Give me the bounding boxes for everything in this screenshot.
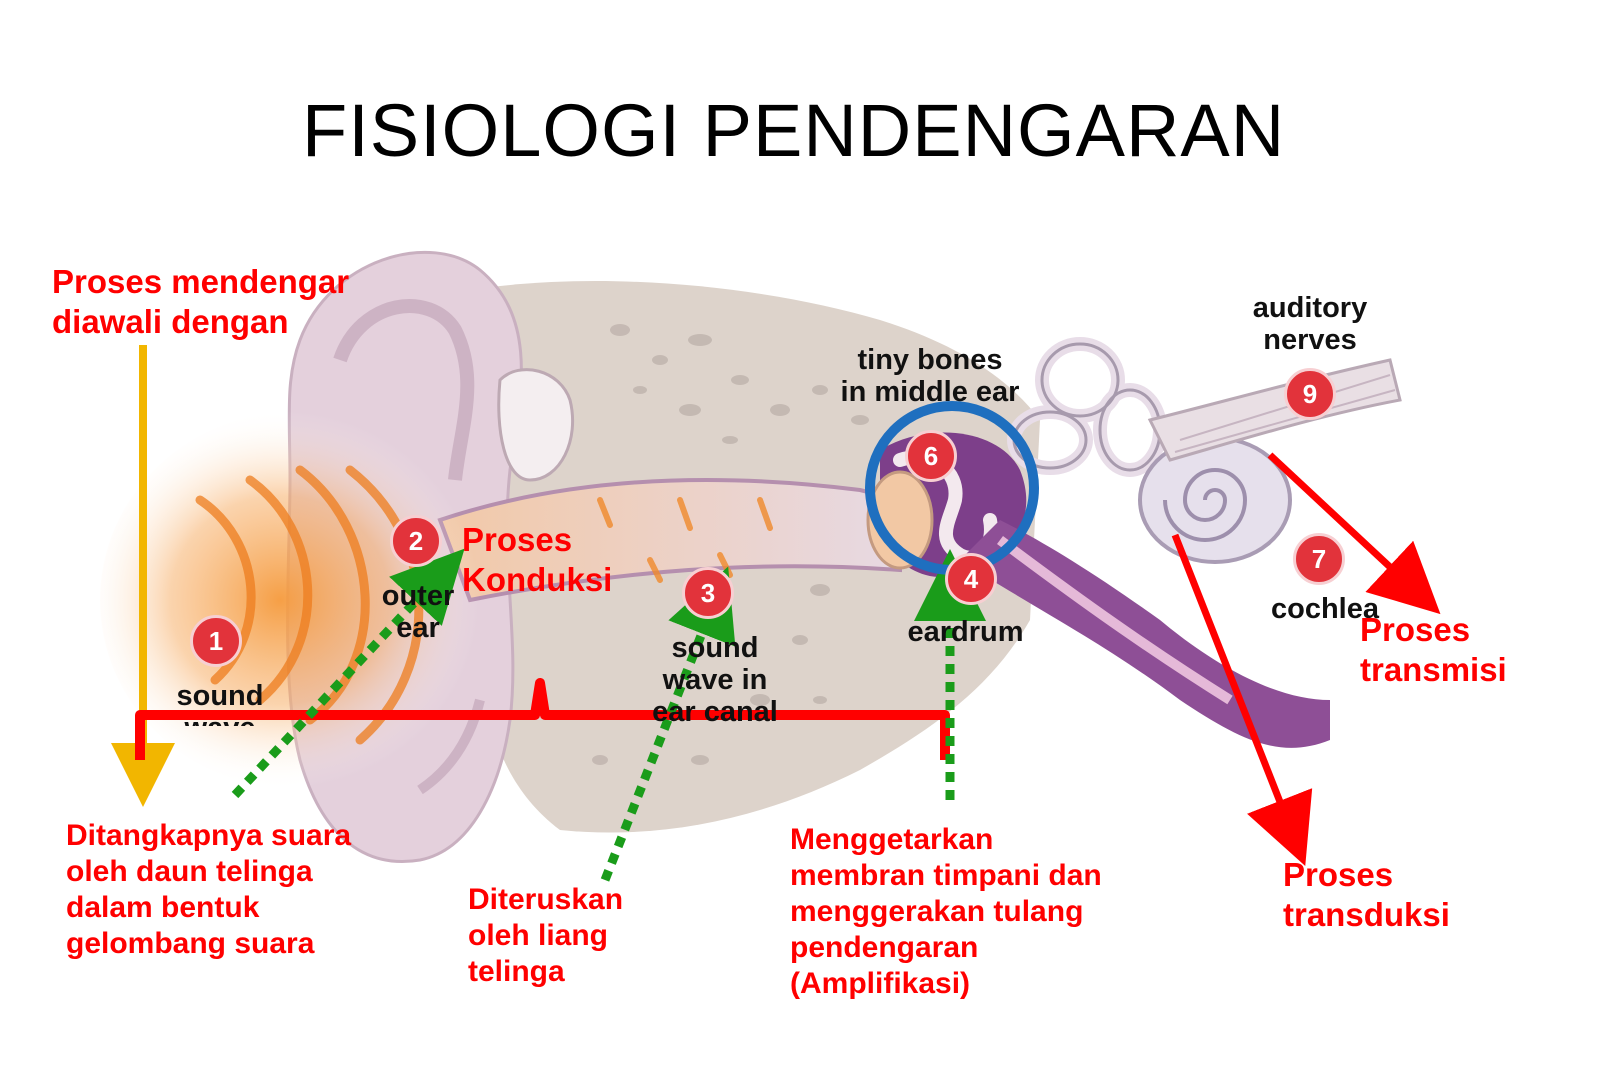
step-badge-4: 4 <box>945 553 997 605</box>
step-badge-1: 1 <box>190 615 242 667</box>
arrow-forwarded <box>600 566 736 882</box>
annotation-transduksi: Proses transduksi <box>1283 856 1450 933</box>
arrow-transduksi <box>1171 533 1313 867</box>
label-cochlea: cochlea <box>1271 593 1379 625</box>
annotation-captured: Ditangkapnya suara oleh daun telinga dal… <box>66 819 352 960</box>
conduction-bracket <box>135 678 950 760</box>
label-outer-ear: outer ear <box>381 580 455 644</box>
label-sound-wave: sound wave <box>176 680 264 726</box>
arrow-captured <box>231 548 465 799</box>
label-tiny-bones: tiny bones in middle ear <box>840 344 1020 408</box>
step-badge-3: 3 <box>682 567 734 619</box>
step-badge-6: 6 <box>905 430 957 482</box>
annotation-forwarded: Diteruskan oleh liang telinga <box>468 883 624 988</box>
middle-ear-highlight <box>865 401 1039 575</box>
eardrum-membrane <box>866 470 934 570</box>
annotation-transmisi: Proses transmisi <box>1360 611 1507 688</box>
label-sound-wave-canal: sound wave in ear canal <box>652 632 778 728</box>
annotation-start: Proses mendengar diawali dengan <box>52 263 350 340</box>
step-badge-9: 9 <box>1284 368 1336 420</box>
step-badge-7: 7 <box>1293 533 1345 585</box>
annotation-konduksi: Proses Konduksi <box>462 521 613 598</box>
page-title: FISIOLOGI PENDENGARAN <box>302 89 1286 172</box>
arrow-transmisi <box>1267 452 1441 615</box>
bone-texture <box>592 324 869 765</box>
label-auditory-nerves: auditory nerves <box>1252 292 1368 356</box>
label-eardrum: eardrum <box>907 616 1024 648</box>
step-badge-2: 2 <box>390 515 442 567</box>
annotation-vibrate: Menggetarkan membran timpani dan mengger… <box>790 823 1102 1000</box>
